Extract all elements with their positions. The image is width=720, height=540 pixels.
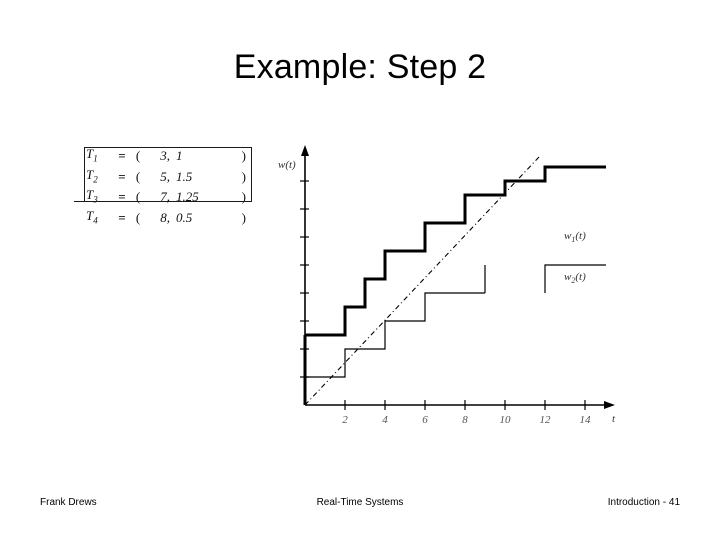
slide-footer: Frank Drews Real-Time Systems Introducti… — [0, 496, 720, 516]
task-execution-time: 1.5 — [176, 168, 193, 184]
task-name: T2 — [86, 166, 98, 185]
curve-w2 — [303, 165, 606, 405]
curve-w1-legend-line — [544, 264, 606, 293]
x-axis-ticks — [344, 400, 586, 410]
curve-labels: w1(t) w2(t) — [564, 230, 586, 285]
x-tick-label: 14 — [580, 414, 592, 426]
task-parameter-table: T1 = (3, 1) T2 = (5, 1.5) T3 = (7, 1.25) T4 = (8, 0.5) — [78, 146, 254, 228]
equals-sign: = — [118, 168, 126, 184]
task-period: 3, — [160, 148, 170, 164]
paren-close: ) — [241, 148, 246, 164]
paren-close: ) — [241, 210, 246, 226]
x-tick-label: 10 — [500, 414, 512, 426]
paren-close: ) — [241, 189, 246, 205]
x-tick-label: 6 — [422, 414, 428, 426]
equals-sign: = — [118, 148, 126, 164]
task-name: T4 — [86, 207, 98, 226]
x-axis-tick-labels: 2 4 6 8 10 12 14 — [342, 414, 591, 426]
task-table-divider — [74, 201, 252, 202]
task-table-row: T1 = (3, 1) — [78, 146, 254, 167]
paren-close: ) — [241, 168, 246, 184]
time-demand-chart: 2 4 6 8 10 12 14 w(t) t — [276, 132, 636, 432]
footer-author: Frank Drews — [40, 497, 97, 508]
x-axis — [305, 401, 615, 409]
task-period: 5, — [160, 168, 170, 184]
task-period: 8, — [160, 210, 170, 226]
task-execution-time: 1.25 — [176, 189, 199, 205]
equals-sign: = — [118, 189, 126, 205]
x-tick-label: 12 — [540, 414, 552, 426]
task-table-row: T4 = (8, 0.5) — [78, 208, 254, 229]
y-axis-label: w(t) — [278, 159, 296, 171]
task-name: T1 — [86, 146, 98, 164]
paren-open: ( — [135, 210, 141, 226]
task-execution-time: 1 — [176, 148, 183, 164]
x-tick-label: 4 — [382, 414, 388, 426]
equals-sign: = — [118, 210, 126, 226]
task-execution-time: 0.5 — [176, 210, 193, 226]
paren-open: ( — [135, 168, 141, 184]
curve-label-w1t: w1(t) — [564, 230, 586, 244]
paren-open: ( — [135, 189, 141, 205]
chart-svg: 2 4 6 8 10 12 14 w(t) t — [278, 145, 616, 426]
page-title: Example: Step 2 — [233, 48, 487, 86]
x-tick-label: 2 — [342, 414, 348, 426]
task-name: T3 — [86, 187, 98, 205]
curve-w1 — [305, 265, 486, 378]
task-table-row: T3 = (7, 1.25) — [78, 187, 254, 208]
x-axis-label: t — [612, 413, 616, 425]
task-table-grid: T1 = (3, 1) T2 = (5, 1.5) T3 = (7, 1.25) T4 = (8, 0.5) — [78, 146, 254, 228]
footer-page-number: Introduction - 41 — [607, 497, 680, 508]
paren-open: ( — [135, 148, 141, 164]
footer-course-title: Real-Time Systems — [316, 497, 404, 508]
diagonal-reference-line — [304, 156, 540, 406]
task-period: 7, — [160, 189, 170, 205]
task-table-row: T2 = (5, 1.5) — [78, 167, 254, 188]
curve-label-w2t: w2(t) — [564, 271, 586, 285]
x-tick-label: 8 — [462, 414, 468, 426]
